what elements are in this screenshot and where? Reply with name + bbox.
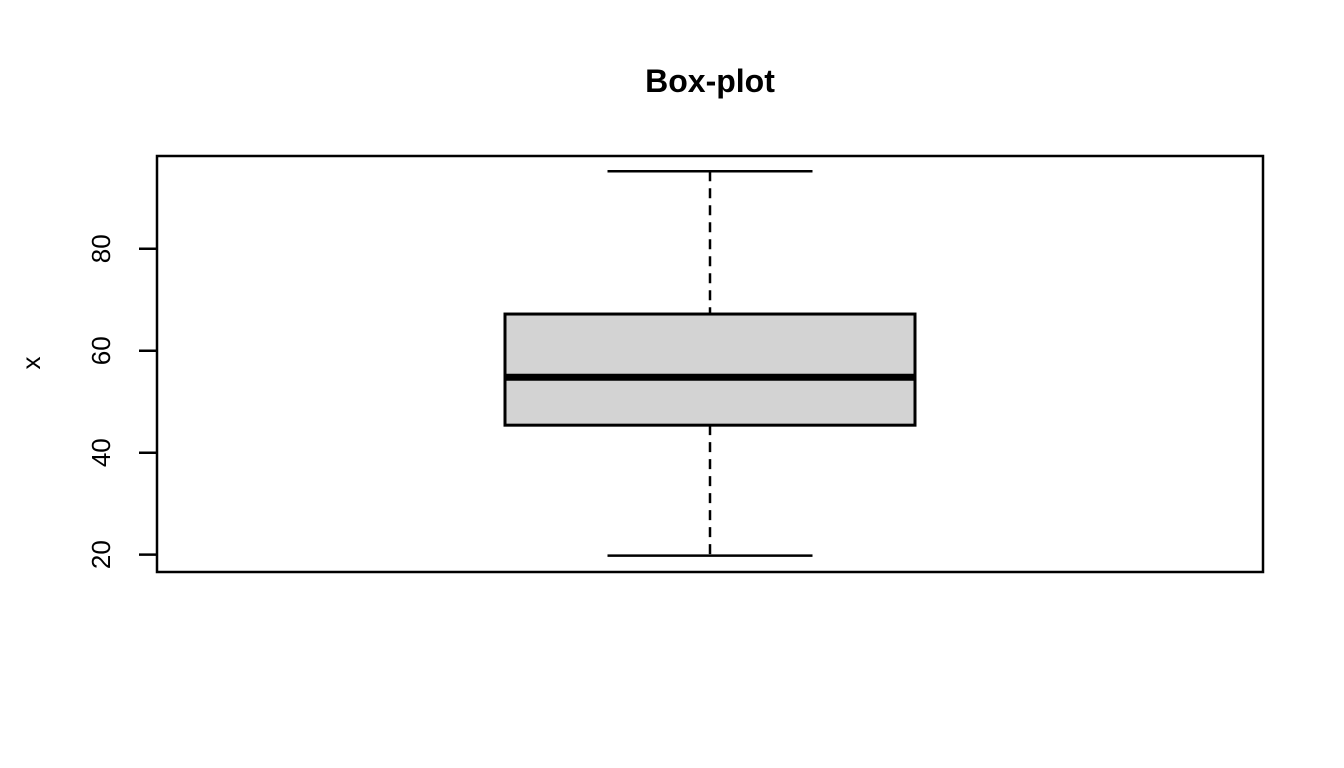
- y-axis-label: x: [16, 357, 46, 370]
- plot-frame: [155, 154, 1265, 574]
- y-axis-tick-label: 20: [86, 540, 116, 569]
- chart-title: Box-plot: [645, 63, 775, 99]
- y-axis-tick-label: 80: [86, 234, 116, 263]
- y-axis: 20 40 60 80: [86, 234, 157, 569]
- plot-frame-group: [155, 154, 1265, 574]
- iqr-box: [503, 312, 917, 427]
- box-and-whiskers: [503, 170, 917, 557]
- y-axis-tick-label: 60: [86, 336, 116, 365]
- y-axis-tick-label: 40: [86, 438, 116, 467]
